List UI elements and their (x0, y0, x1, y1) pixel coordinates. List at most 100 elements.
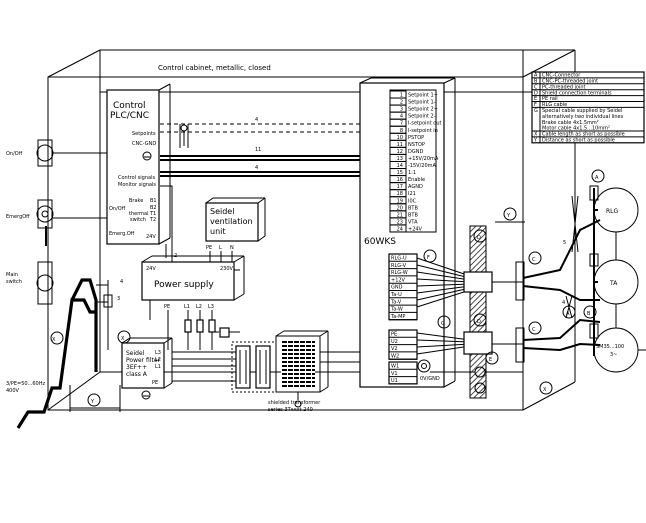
vent-line-3: unit (210, 227, 226, 236)
callout-c-2: C (532, 327, 536, 333)
ps-24v: 24V (146, 266, 156, 272)
filter-l2: L2 (155, 357, 161, 363)
callout-x-left: X (52, 337, 56, 343)
xfmr-line-1: shielded transformer (268, 400, 321, 406)
callout-d-2: D (477, 319, 481, 325)
legend-text: CNC-PC-threaded joint (542, 79, 598, 85)
ps-title: Power supply (154, 280, 214, 290)
terminal-label: I0C (408, 198, 417, 204)
plc-cnc-unit: Control PLC/CNC Setpoints CNC-GND Contro… (52, 83, 171, 258)
emerg-off-label: EmergOff (6, 214, 30, 220)
callout-f: F (427, 255, 430, 261)
callout-4-setpoint: 4 (255, 117, 258, 123)
terminal-number: 21 (397, 212, 403, 218)
legend-text: Special cable supplied by Seidel (542, 108, 622, 114)
terminal-label: I21 (408, 191, 416, 197)
amp-gnd-label: 0V/GND (420, 376, 440, 382)
terminal-number: 3 (400, 107, 403, 113)
terminal-number: 24 (397, 226, 403, 232)
callout-y-left: Y (90, 399, 95, 405)
legend-text: Brake cable 4x1.5mm² (542, 120, 599, 126)
plc-brake: Brake (129, 198, 143, 204)
legend-key: A (534, 73, 538, 79)
feedback-pin-label: RLG-U (391, 256, 407, 262)
legend-row: alternatively two individual lines (542, 114, 624, 120)
legend-key: X (534, 132, 538, 138)
plc-monitor-signals: Monitor signals (118, 182, 156, 188)
motor-cables: F G D D E (416, 169, 605, 399)
callout-x-right: X (543, 387, 547, 393)
terminal-number: 8 (400, 128, 403, 134)
feedback-pin-label: Ta-U (390, 292, 402, 298)
callout-e: E (489, 357, 492, 363)
feedback-pin-label: Ta-V (390, 299, 402, 305)
terminal-label: AGND (408, 184, 423, 190)
amp-name: 60WKS (364, 237, 396, 247)
left-wall-devices: On/Off EmergOff Main switch X 3/PE=50...… (6, 139, 131, 429)
filter-l1: L1 (155, 364, 161, 370)
power-pin-label: V2 (391, 346, 398, 352)
terminal-row: 14-15V/20mA (389, 161, 437, 169)
supply-label-2: 400V (6, 388, 20, 394)
supply-label-1: 3/PE=50...60Hz (6, 381, 45, 387)
ventilation-unit: Seidel ventilation unit PE L N (205, 197, 266, 262)
filter-line-1: Seidel (126, 350, 145, 357)
power-pin-label: U2 (391, 339, 398, 345)
feedback-pin-label: Ta-W (390, 307, 403, 313)
feedback-pin-label: RLG-V (391, 263, 407, 269)
vent-line-1: Seidel (210, 207, 234, 216)
terminal-number: 12 (397, 149, 403, 155)
power-pin-label: W2 (391, 353, 399, 359)
power-filter: Seidel Power filter 3EF++ class A L3 L2 … (121, 337, 236, 400)
legend-text: RLG cable (542, 102, 567, 108)
plc-b2: B2 (150, 205, 157, 211)
terminal-number: 1 (400, 93, 403, 99)
terminal-label: NSTOP (408, 142, 425, 148)
filter-line-4: class A (126, 371, 148, 378)
terminal-label: DGND (408, 149, 423, 155)
plc-control-signals: Control signals (118, 175, 155, 181)
legend-row: Motor cable 4x1.5...10mm² (542, 126, 610, 132)
sm-label-1: SM35...100 (596, 344, 624, 350)
filter-l3: L3 (155, 350, 161, 356)
feedback-pin-label: +12V (391, 277, 406, 283)
legend-text: Shield connection terminals (542, 90, 612, 96)
ps-l2: L2 (196, 304, 202, 310)
terminal-number: 10 (397, 135, 403, 141)
terminal-label: I-setpoint in (408, 128, 438, 134)
filter-pe: PE (152, 380, 158, 386)
callout-c-1: C (532, 257, 536, 263)
mains-pin-label: W1 (391, 364, 399, 370)
motor-components: RLG TA SM35...100 3~ (593, 187, 646, 373)
terminal-label: Setpoint 2+ (408, 107, 438, 113)
callout-5: 5 (563, 240, 566, 246)
callout-4-control: 4 (255, 165, 258, 171)
legend-key: B (534, 79, 538, 85)
ps-230v: 230V (220, 266, 234, 272)
terminal-number: 7 (400, 121, 403, 127)
legend-text: Motor cable 4x1.5...10mm² (542, 126, 610, 132)
plc-on-off: On/Off (109, 206, 126, 212)
rlg-label: RLG (606, 208, 619, 215)
main-switch-label-2: switch (6, 279, 22, 285)
legend-key: Y (533, 138, 538, 144)
terminal-label: BTB (408, 212, 418, 218)
terminal-label: -15V/20mA (408, 163, 437, 169)
terminal-label: +15V/20mA (408, 156, 439, 162)
callout-4-motor: 4 (562, 300, 565, 306)
callout-d-1: D (477, 235, 481, 241)
terminal-label: +24V (408, 226, 423, 232)
terminal-label: Setpoint 1- (408, 100, 436, 106)
legend-row: Brake cable 4x1.5mm² (542, 120, 599, 126)
callout-3: 3 (117, 296, 120, 302)
